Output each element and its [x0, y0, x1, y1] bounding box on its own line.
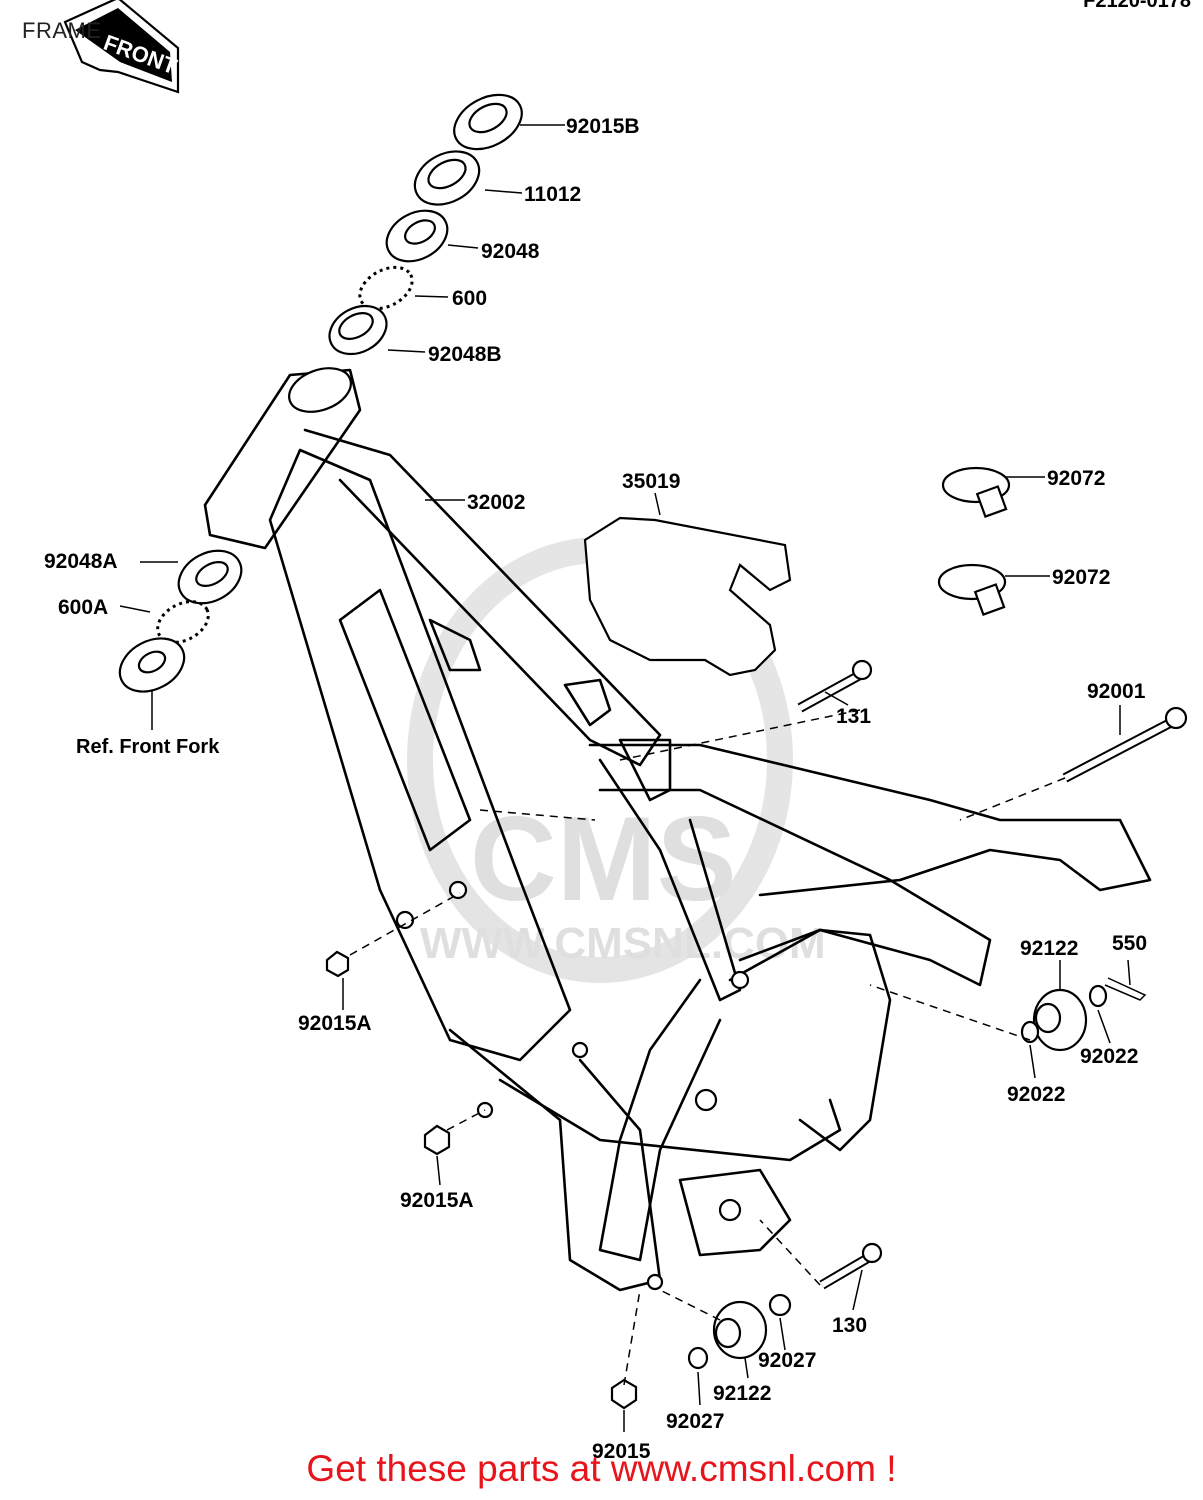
ref-front-fork-note: Ref. Front Fork — [76, 736, 220, 758]
part-label: 32002 — [467, 491, 525, 514]
part-label: 92015A — [298, 1012, 372, 1035]
part-label: 550 — [1112, 932, 1147, 955]
part-labels: 92015B 11012 92048 600 92048B 32002 3501… — [44, 115, 1147, 1463]
part-label: 92027 — [666, 1410, 724, 1433]
part-label: 11012 — [524, 183, 581, 206]
part-label: 92015 — [592, 1440, 651, 1463]
part-label: 92072 — [1047, 467, 1105, 490]
hose-clamps — [937, 466, 1011, 616]
watermark-url: WWW.CMSNL.COM — [420, 919, 826, 968]
part-label: 92015B — [566, 115, 640, 138]
small-hardware — [325, 950, 1147, 1410]
part-label: 92027 — [758, 1349, 816, 1372]
watermark-brand: CMS — [470, 792, 737, 926]
front-arrow: FRONT — [63, 0, 181, 94]
steering-stack — [328, 93, 523, 356]
part-label: 92022 — [1080, 1045, 1138, 1068]
footer-cta-link[interactable]: Get these parts at www.cmsnl.com ! — [306, 1448, 897, 1489]
part-label: 600A — [58, 596, 108, 619]
part-label: 600 — [452, 287, 487, 310]
part-label: 92048 — [481, 240, 540, 263]
part-label: 92122 — [1020, 937, 1078, 960]
diagram-title: FRAME — [22, 18, 102, 43]
part-label: 92015A — [400, 1189, 474, 1212]
part-label: 92001 — [1087, 680, 1146, 703]
lower-bearing-stack — [118, 549, 243, 693]
part-label: 130 — [832, 1314, 867, 1337]
part-label: 131 — [836, 705, 871, 728]
part-label: 92048A — [44, 550, 118, 573]
part-label: 92072 — [1052, 566, 1110, 589]
leader-lines — [119, 124, 1131, 1432]
part-label: 92022 — [1007, 1083, 1065, 1106]
part-label: 92122 — [713, 1382, 771, 1405]
part-label: 92048B — [428, 343, 502, 366]
part-label: 35019 — [622, 470, 680, 493]
side-cover — [583, 516, 792, 677]
main-frame — [203, 367, 1152, 1292]
bolts — [797, 659, 1188, 1290]
figure-code: F2120-0178 — [1083, 0, 1191, 12]
